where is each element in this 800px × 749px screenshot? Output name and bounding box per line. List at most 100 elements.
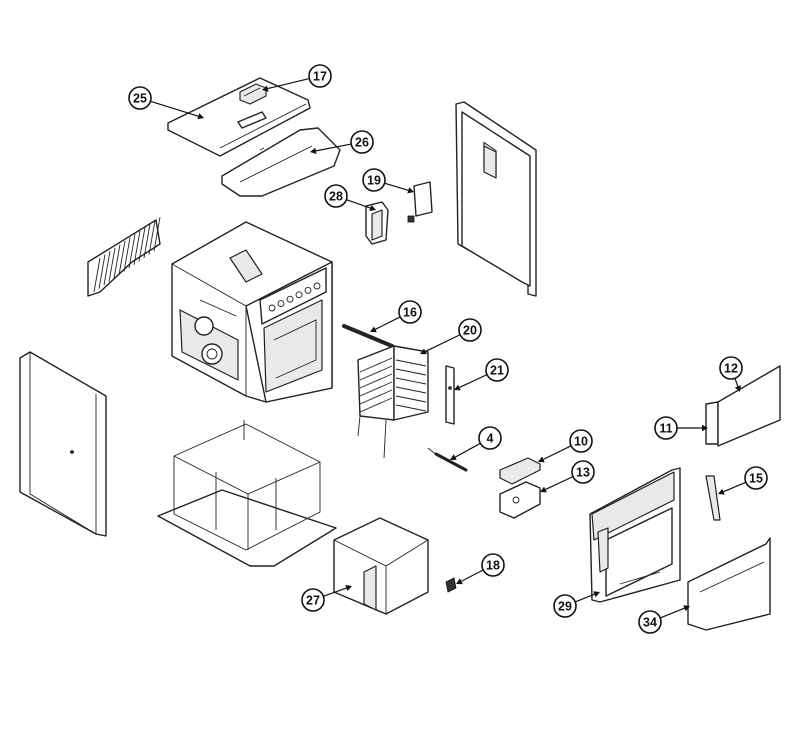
callout-label: 16	[403, 306, 417, 320]
callout-circle	[308, 64, 332, 88]
part-18-clip	[445, 577, 457, 593]
callout-19: 19	[362, 168, 414, 194]
part-25-top-lid	[167, 77, 311, 157]
callout-15: 15	[718, 466, 768, 495]
callout-12: 12	[719, 356, 743, 392]
callout-25: 25	[128, 86, 204, 120]
arrowhead	[345, 585, 352, 592]
part-29-front-door	[589, 467, 681, 603]
callout-circle	[638, 610, 662, 634]
arrowhead	[454, 384, 461, 391]
part-17-lid-handle	[239, 83, 267, 105]
callout-circle	[324, 184, 348, 208]
callout-34: 34	[638, 605, 690, 634]
callout-label: 21	[490, 364, 504, 378]
part-10-burn-pot	[499, 457, 541, 485]
left-grille-panel	[87, 217, 161, 297]
arrowhead	[197, 113, 204, 120]
callout-circle	[128, 86, 152, 110]
arrowhead	[702, 424, 708, 432]
callout-circle	[654, 416, 678, 440]
callout-label: 12	[724, 362, 738, 376]
arrowhead	[450, 454, 457, 460]
callout-29: 29	[553, 591, 600, 618]
callout-circle	[478, 426, 502, 450]
callout-circle	[301, 588, 325, 612]
leader-line	[459, 374, 488, 389]
callout-circle	[362, 168, 386, 192]
left-side-panel	[19, 351, 107, 537]
leader-line	[315, 143, 352, 152]
leader-line	[375, 316, 401, 330]
callout-label: 20	[463, 324, 477, 338]
leader-line	[659, 607, 685, 619]
callout-circle	[350, 130, 374, 154]
callout-circle	[569, 429, 593, 453]
leader-line	[267, 77, 310, 90]
arrowhead	[407, 187, 414, 194]
callout-label: 27	[306, 594, 320, 608]
part-13-burn-pot-holder	[499, 481, 541, 519]
base-pedestal	[157, 420, 337, 567]
arrowhead	[456, 578, 463, 585]
part-34-bottom-trim	[687, 537, 771, 631]
arrowhead	[683, 605, 690, 612]
callout-circle	[398, 300, 422, 324]
callout-16: 16	[370, 300, 422, 333]
callout-label: 18	[486, 559, 500, 573]
leader-line	[734, 378, 739, 387]
callout-4: 4	[450, 426, 502, 460]
callout-label: 19	[367, 174, 381, 188]
arrowhead	[593, 591, 600, 598]
callout-20: 20	[420, 318, 482, 355]
part-12-top-trim	[717, 365, 781, 447]
callout-11: 11	[654, 416, 708, 440]
leader-line	[323, 587, 347, 597]
callout-circle	[571, 460, 595, 484]
callout-label: 34	[643, 616, 657, 630]
callout-circle	[458, 318, 482, 342]
callout-10: 10	[538, 429, 593, 463]
right-side-panel	[455, 101, 537, 297]
callout-label: 26	[355, 136, 369, 150]
callout-17: 17	[262, 64, 332, 92]
arrowhead	[310, 147, 317, 155]
leader-line	[461, 569, 484, 582]
callout-circle	[719, 356, 743, 380]
callout-circle	[553, 594, 577, 618]
callout-27: 27	[301, 585, 352, 612]
leader-line	[723, 481, 747, 493]
leader-line	[574, 593, 595, 603]
callout-26: 26	[310, 130, 374, 155]
arrowhead	[540, 486, 547, 493]
callout-21: 21	[454, 358, 509, 391]
part-20-firebrick-liner	[357, 345, 429, 459]
callout-label: 4	[487, 432, 494, 446]
part-26-hopper-lid	[221, 127, 341, 197]
callout-28: 28	[324, 184, 376, 212]
part-28-switch-bracket	[365, 201, 389, 245]
leader-line	[454, 442, 481, 458]
callout-label: 29	[558, 600, 572, 614]
callout-label: 11	[659, 422, 672, 436]
arrowhead	[718, 488, 725, 495]
callout-circle	[481, 553, 505, 577]
callout-label: 15	[749, 472, 763, 486]
part-15-latch	[705, 475, 721, 521]
callout-circle	[485, 358, 509, 382]
part-27-ash-pan	[333, 517, 429, 615]
callout-label: 17	[313, 70, 327, 84]
leader-line	[150, 100, 199, 117]
leader-line	[346, 199, 371, 209]
callout-label: 13	[576, 466, 590, 480]
callout-label: 28	[329, 190, 343, 204]
arrowhead	[370, 326, 377, 333]
part-11-trim-end	[705, 401, 719, 445]
arrowhead	[262, 85, 269, 92]
callout-13: 13	[540, 460, 595, 493]
callout-circle	[744, 466, 768, 490]
part-16-rod	[342, 324, 394, 348]
callout-label: 25	[133, 92, 147, 106]
